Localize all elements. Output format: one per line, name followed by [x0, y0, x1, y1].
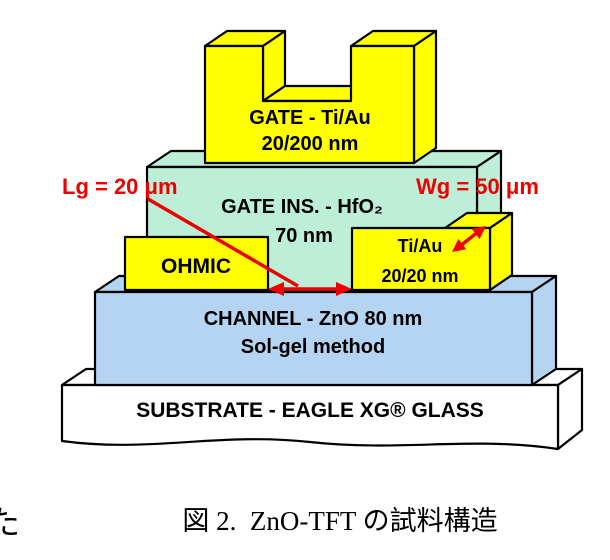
gate-length-label: Lg = 20 μm	[62, 174, 178, 199]
gate-width-arrowhead-upper	[471, 226, 486, 240]
gate-label: GATE - Ti/Au	[249, 107, 370, 129]
channel-right-face	[530, 274, 558, 387]
gate-insulator-thickness-label: 70 nm	[275, 225, 333, 247]
channel-layer: CHANNEL - ZnO 80 nm Sol-gel method	[93, 274, 558, 387]
figure-caption: 図 2. ZnO-TFT の試料構造	[182, 506, 498, 536]
gate-front-face	[203, 44, 416, 165]
device-structure-diagram: SUBSTRATE - EAGLE XG® GLASS CHANNEL - Zn…	[60, 29, 584, 451]
substrate-label: SUBSTRATE - EAGLE XG® GLASS	[136, 399, 484, 422]
ohmic-contact-block: OHMIC	[123, 235, 270, 292]
ohmic-label: OHMIC	[161, 255, 231, 278]
substrate-front-face	[60, 383, 560, 451]
gate-length-arrowhead-right	[336, 282, 352, 296]
drain-thickness-label: 20/20 nm	[381, 266, 458, 286]
channel-label: CHANNEL - ZnO 80 nm	[204, 308, 423, 330]
ohmic-front-face	[123, 235, 270, 292]
drain-label: Ti/Au	[398, 236, 443, 256]
channel-method-label: Sol-gel method	[241, 336, 385, 358]
channel-front-face	[93, 290, 534, 387]
gate-thickness-label: 20/200 nm	[262, 133, 359, 155]
gate-right-face	[412, 29, 438, 165]
annotations: Lg = 20 μm Wg = 50 μm	[62, 174, 539, 296]
drain-right-face	[488, 211, 514, 292]
gate-length-arrowhead-left	[268, 282, 284, 296]
cutoff-edge-text: た	[0, 506, 20, 542]
gate-width-arrowhead-lower	[452, 238, 467, 252]
drain-front-face	[350, 226, 492, 292]
gate-insulator-label: GATE INS. - HfO₂	[221, 196, 383, 218]
gate-width-label: Wg = 50 μm	[416, 174, 539, 199]
gate-layer: GATE - Ti/Au 20/200 nm	[203, 29, 438, 165]
gate-length-pointer-line	[147, 197, 299, 288]
drain-contact-block: Ti/Au 20/20 nm	[350, 211, 514, 292]
